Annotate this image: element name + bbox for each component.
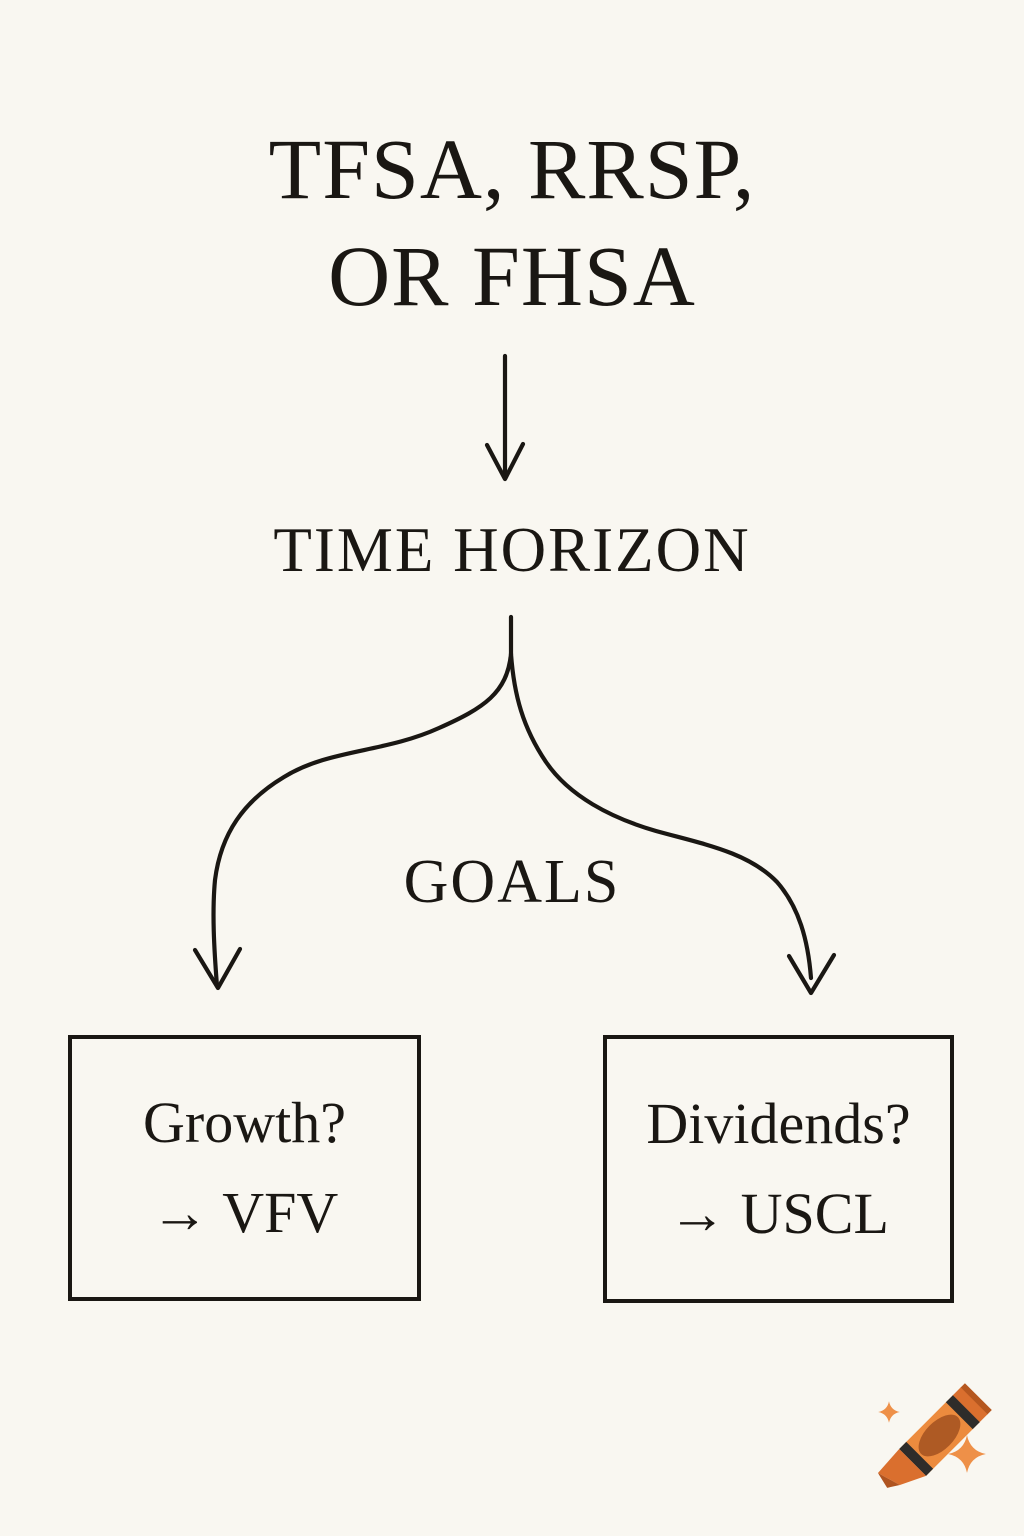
growth-answer: → VFV xyxy=(150,1180,339,1245)
crayon-label xyxy=(918,1414,961,1457)
crayon-tip-shadow xyxy=(877,1472,900,1488)
crayon-cap xyxy=(952,1387,988,1423)
branch-left-curve xyxy=(211,651,514,989)
dividends-answer: → USCL xyxy=(668,1181,889,1246)
page-title: TFSA, RRSP, OR FHSA xyxy=(0,116,1024,330)
branch-right-arrowhead-icon xyxy=(786,952,837,996)
dividends-box: Dividends? → USCL xyxy=(603,1035,954,1303)
time-horizon-label: TIME HORIZON xyxy=(273,515,751,585)
title-line-2: OR FHSA xyxy=(328,228,696,324)
title-line-1: TFSA, RRSP, xyxy=(268,121,756,217)
growth-question: Growth? xyxy=(143,1090,346,1155)
crayon-icon xyxy=(877,1383,992,1488)
crayon-stripe-bottom xyxy=(899,1441,934,1476)
sparkle-icon-large xyxy=(948,1435,986,1473)
dividends-question: Dividends? xyxy=(646,1091,911,1156)
branch-right-curve xyxy=(508,651,814,981)
crayon-cap-edge xyxy=(959,1383,992,1416)
crayon-tip xyxy=(877,1448,927,1486)
crayon-watermark-icon xyxy=(877,1383,992,1488)
crayon-stripe-top xyxy=(945,1395,980,1430)
growth-box: Growth? → VFV xyxy=(68,1035,421,1301)
branch-left-arrowhead-icon xyxy=(192,946,243,991)
goals-label: GOALS xyxy=(403,848,621,916)
sparkle-icon-small xyxy=(878,1401,900,1423)
arrow-down-head-icon xyxy=(484,441,526,482)
